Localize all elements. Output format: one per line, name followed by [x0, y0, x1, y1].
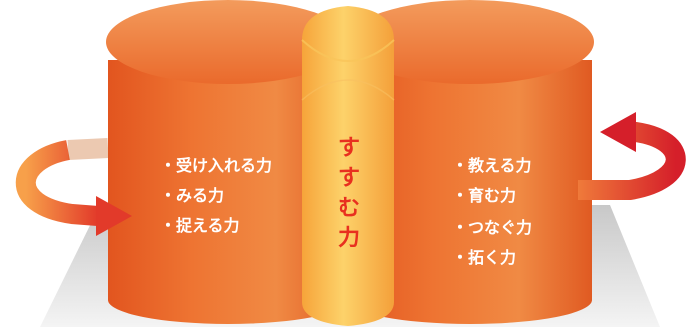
right-item-3: ・つなぐ力 — [452, 218, 533, 237]
left-arrow — [15, 138, 132, 236]
center-char-2: す — [337, 166, 360, 191]
right-item-2: ・育む力 — [452, 186, 517, 205]
left-item-3: ・捉える力 — [160, 216, 240, 235]
center-char-4: 力 — [337, 226, 360, 251]
right-item-1: ・教える力 — [452, 156, 532, 175]
right-arrow — [578, 112, 686, 200]
left-cylinder — [106, 0, 350, 324]
center-char-1: す — [337, 136, 360, 161]
right-cylinder — [346, 0, 594, 324]
left-item-1: ・受け入れる力 — [160, 156, 273, 175]
center-vertical-text: す す む 力 — [334, 134, 364, 254]
center-overlap-column — [301, 6, 395, 326]
center-char-3: む — [337, 196, 360, 221]
left-item-2: ・みる力 — [160, 186, 225, 205]
right-item-4: ・拓く力 — [452, 248, 517, 267]
